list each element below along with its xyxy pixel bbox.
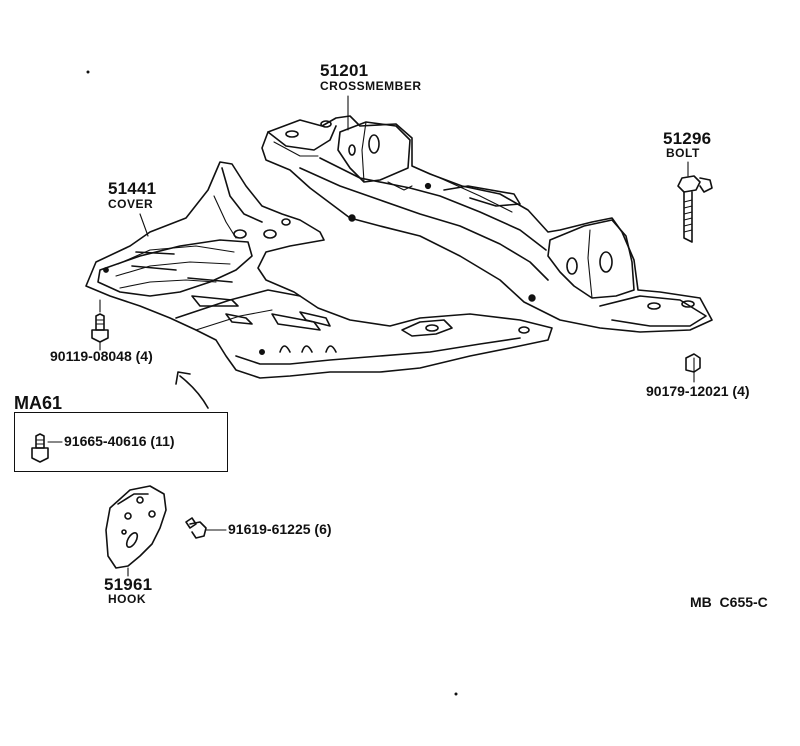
ma61-arrow <box>175 371 209 409</box>
crossmember-part-name: CROSSMEMBER <box>320 79 422 93</box>
cover-part-number: 51441 <box>108 179 157 198</box>
variant-label: MA61 <box>14 393 63 413</box>
leader-lines <box>99 95 349 313</box>
crossmember-drawing <box>261 115 713 333</box>
hook-part-name: HOOK <box>108 592 146 606</box>
variant-box <box>14 412 228 472</box>
cover-part-name: COVER <box>108 197 154 211</box>
crossmember-part-number: 51201 <box>320 61 369 80</box>
cover-drawing <box>85 161 553 379</box>
ma61-bolt-part-number: 91665-40616 (11) <box>64 433 175 449</box>
hook-bolt-part-number: 91619-61225 (6) <box>228 521 332 537</box>
ma61-bolt-drawing <box>31 433 63 463</box>
cover-bolt-drawing <box>91 313 109 351</box>
nut-part-number: 90179-12021 (4) <box>646 383 750 399</box>
cover-bolt-part-number: 90119-08048 (4) <box>50 348 153 364</box>
hook-drawing <box>105 485 167 577</box>
hook-part-number: 51961 <box>104 575 153 594</box>
nut-90179-drawing <box>685 353 701 383</box>
hook-bolt-drawing <box>185 517 227 539</box>
drawing-code: MB C655-C <box>690 594 768 610</box>
bolt-51296-drawing <box>677 161 713 243</box>
bolt-part-number: 51296 <box>663 129 712 148</box>
bolt-part-name: BOLT <box>666 146 700 160</box>
